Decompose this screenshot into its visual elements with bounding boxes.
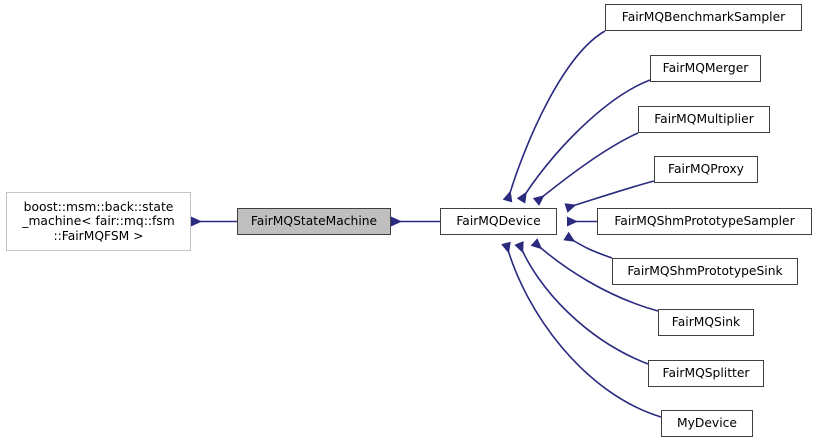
node-label: boost::msm::back::state _machine< fair::… — [22, 199, 175, 243]
edge-shmprototypesink-to-fairmqdevice — [563, 231, 613, 259]
node-label: MyDevice — [677, 416, 737, 431]
node-fairmq-shm-prototype-sink[interactable]: FairMQShmPrototypeSink — [612, 258, 798, 285]
node-fairmq-state-machine[interactable]: FairMQStateMachine — [237, 208, 391, 235]
node-label: FairMQStateMachine — [250, 214, 378, 229]
node-label: FairMQMerger — [662, 61, 749, 76]
edge-multiplier-to-fairmqdevice — [532, 132, 639, 206]
node-fairmq-benchmark-sampler[interactable]: FairMQBenchmarkSampler — [605, 4, 802, 31]
node-boost-state-machine[interactable]: boost::msm::back::state _machine< fair::… — [6, 192, 191, 251]
edge-proxy-to-fairmqdevice — [564, 180, 655, 213]
node-fairmq-shm-prototype-sampler[interactable]: FairMQShmPrototypeSampler — [597, 208, 812, 235]
node-label: FairMQShmPrototypeSink — [627, 264, 783, 279]
node-label: FairMQShmPrototypeSampler — [614, 214, 795, 229]
edge-group-derived — [501, 30, 662, 418]
edge-merger-to-fairmqdevice — [516, 79, 651, 204]
edge-benchmarksampler-to-fairmqdevice — [502, 30, 606, 203]
node-fairmq-proxy[interactable]: FairMQProxy — [654, 156, 758, 183]
node-fairmq-device[interactable]: FairMQDevice — [440, 208, 557, 235]
edge-splitter-to-fairmqdevice — [514, 241, 649, 365]
edge-mydevice-to-fairmqdevice — [501, 241, 662, 418]
edge-sink-to-fairmqdevice — [530, 238, 659, 312]
node-label: FairMQProxy — [668, 162, 744, 177]
node-label: FairMQSplitter — [662, 366, 750, 381]
node-fairmq-splitter[interactable]: FairMQSplitter — [648, 360, 764, 387]
node-label: FairMQBenchmarkSampler — [621, 10, 786, 25]
node-label: FairMQDevice — [456, 214, 541, 229]
node-fairmq-merger[interactable]: FairMQMerger — [650, 55, 761, 82]
node-label: FairMQSink — [671, 315, 741, 330]
node-label: FairMQMultiplier — [654, 112, 754, 127]
node-fairmq-multiplier[interactable]: FairMQMultiplier — [638, 106, 770, 133]
node-my-device[interactable]: MyDevice — [661, 410, 753, 437]
node-fairmq-sink[interactable]: FairMQSink — [658, 309, 754, 336]
